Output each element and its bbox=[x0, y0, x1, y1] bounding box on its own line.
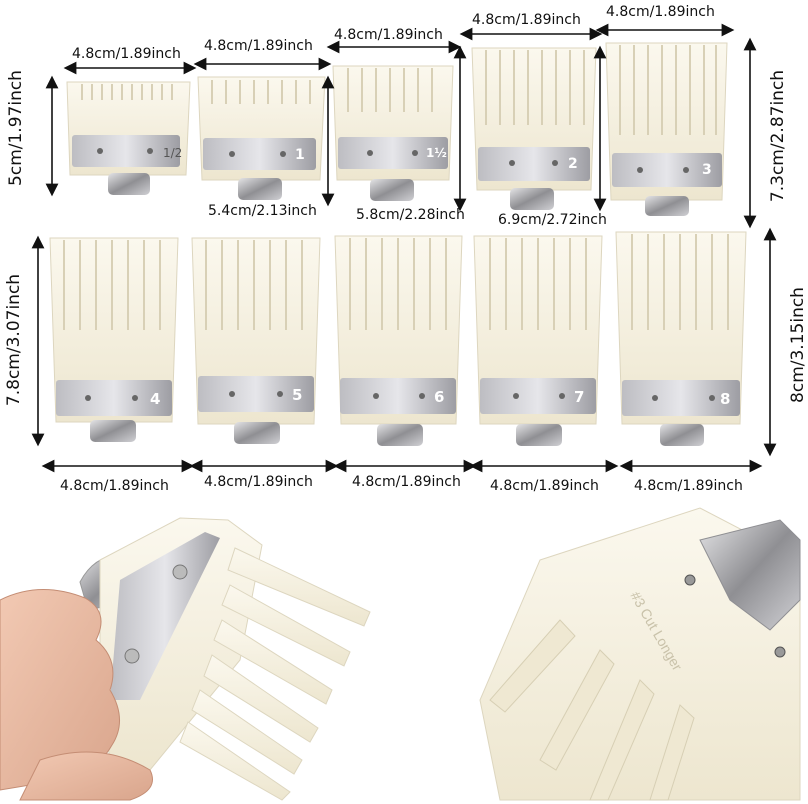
width-label-2: 4.8cm/1.89inch bbox=[472, 12, 581, 28]
width-label-half: 4.8cm/1.89inch bbox=[72, 46, 181, 62]
guard-4 bbox=[49, 237, 179, 442]
height-label-3: 7.3cm/2.87inch bbox=[768, 69, 789, 203]
height-label-1: 5.4cm/2.13inch bbox=[208, 203, 317, 219]
dimension-arrows bbox=[31, 23, 777, 473]
guard-number-4: 4 bbox=[150, 390, 161, 408]
guard-number-1-5: 1½ bbox=[426, 146, 447, 160]
width-label-1-5: 4.8cm/1.89inch bbox=[334, 27, 443, 43]
guard-number-6: 6 bbox=[434, 388, 445, 406]
guard-number-1: 1 bbox=[295, 147, 305, 163]
guard-3 bbox=[605, 42, 728, 216]
guard-half bbox=[66, 81, 191, 195]
guard-2 bbox=[471, 47, 597, 210]
height-label-half: 5cm/1.97inch bbox=[5, 70, 26, 186]
guard-number-half: 1/2 bbox=[163, 146, 183, 160]
closeup-right: #3 Cut Longer bbox=[479, 507, 801, 801]
height-label-1-5: 5.8cm/2.28inch bbox=[356, 207, 465, 223]
guard-6 bbox=[334, 235, 463, 446]
guard-1 bbox=[197, 76, 326, 200]
height-label-8: 8cm/3.15inch bbox=[787, 287, 808, 403]
guard-8 bbox=[615, 231, 747, 446]
width-label-7: 4.8cm/1.89inch bbox=[490, 478, 599, 494]
width-label-4: 4.8cm/1.89inch bbox=[60, 478, 169, 494]
height-label-2: 6.9cm/2.72inch bbox=[498, 212, 607, 228]
width-label-1: 4.8cm/1.89inch bbox=[204, 38, 313, 54]
width-label-8: 4.8cm/1.89inch bbox=[634, 478, 743, 494]
height-label-4: 7.8cm/3.07inch bbox=[4, 273, 25, 407]
guard-number-2: 2 bbox=[568, 156, 578, 172]
closeup-left bbox=[0, 517, 371, 801]
guard-number-5: 5 bbox=[292, 386, 303, 404]
guard-number-7: 7 bbox=[574, 388, 585, 406]
guard-7 bbox=[473, 235, 603, 446]
width-label-5: 4.8cm/1.89inch bbox=[204, 474, 313, 490]
guard-5 bbox=[191, 237, 321, 444]
guard-number-3: 3 bbox=[702, 162, 712, 178]
width-label-6: 4.8cm/1.89inch bbox=[352, 474, 461, 490]
width-label-3: 4.8cm/1.89inch bbox=[606, 4, 715, 20]
guard-1-5 bbox=[332, 65, 454, 201]
guard-number-8: 8 bbox=[720, 390, 731, 408]
